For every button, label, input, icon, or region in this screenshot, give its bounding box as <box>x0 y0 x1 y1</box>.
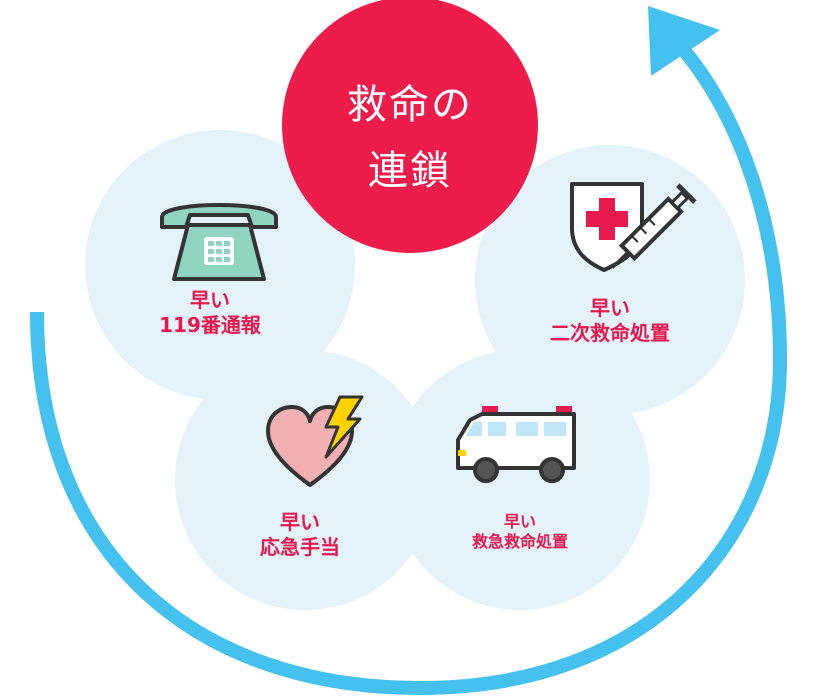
center-title-line1: 救命の <box>347 82 473 128</box>
step-circle-emergency <box>390 350 650 610</box>
step-label-call: 早い 119番通報 <box>130 288 290 338</box>
center-title-line2: 連鎖 <box>368 148 452 194</box>
step-label-call-line1: 早い <box>190 288 230 312</box>
step-label-secondary: 早い 二次救命処置 <box>525 296 695 346</box>
step-label-first-aid-line2: 応急手当 <box>260 535 340 559</box>
step-label-call-line2: 119番通報 <box>159 313 261 337</box>
center-circle <box>282 0 538 253</box>
cycle-arrow <box>30 35 788 696</box>
heart-lightning-icon <box>266 395 364 487</box>
center-title: 救命の 連鎖 <box>290 72 530 204</box>
telephone-icon <box>160 203 278 281</box>
step-label-emergency-line1: 早い <box>503 512 536 531</box>
step-label-secondary-line1: 早い <box>590 296 630 320</box>
ambulance-icon <box>456 406 576 483</box>
step-label-emergency: 早い 救急救命処置 <box>440 512 600 552</box>
step-label-secondary-line2: 二次救命処置 <box>550 321 670 345</box>
step-label-emergency-line2: 救急救命処置 <box>471 532 568 551</box>
medical-syringe-icon <box>570 182 697 272</box>
step-label-first-aid: 早い 応急手当 <box>220 510 380 560</box>
step-label-first-aid-line1: 早い <box>280 510 320 534</box>
cycle-arrowhead <box>648 6 720 76</box>
